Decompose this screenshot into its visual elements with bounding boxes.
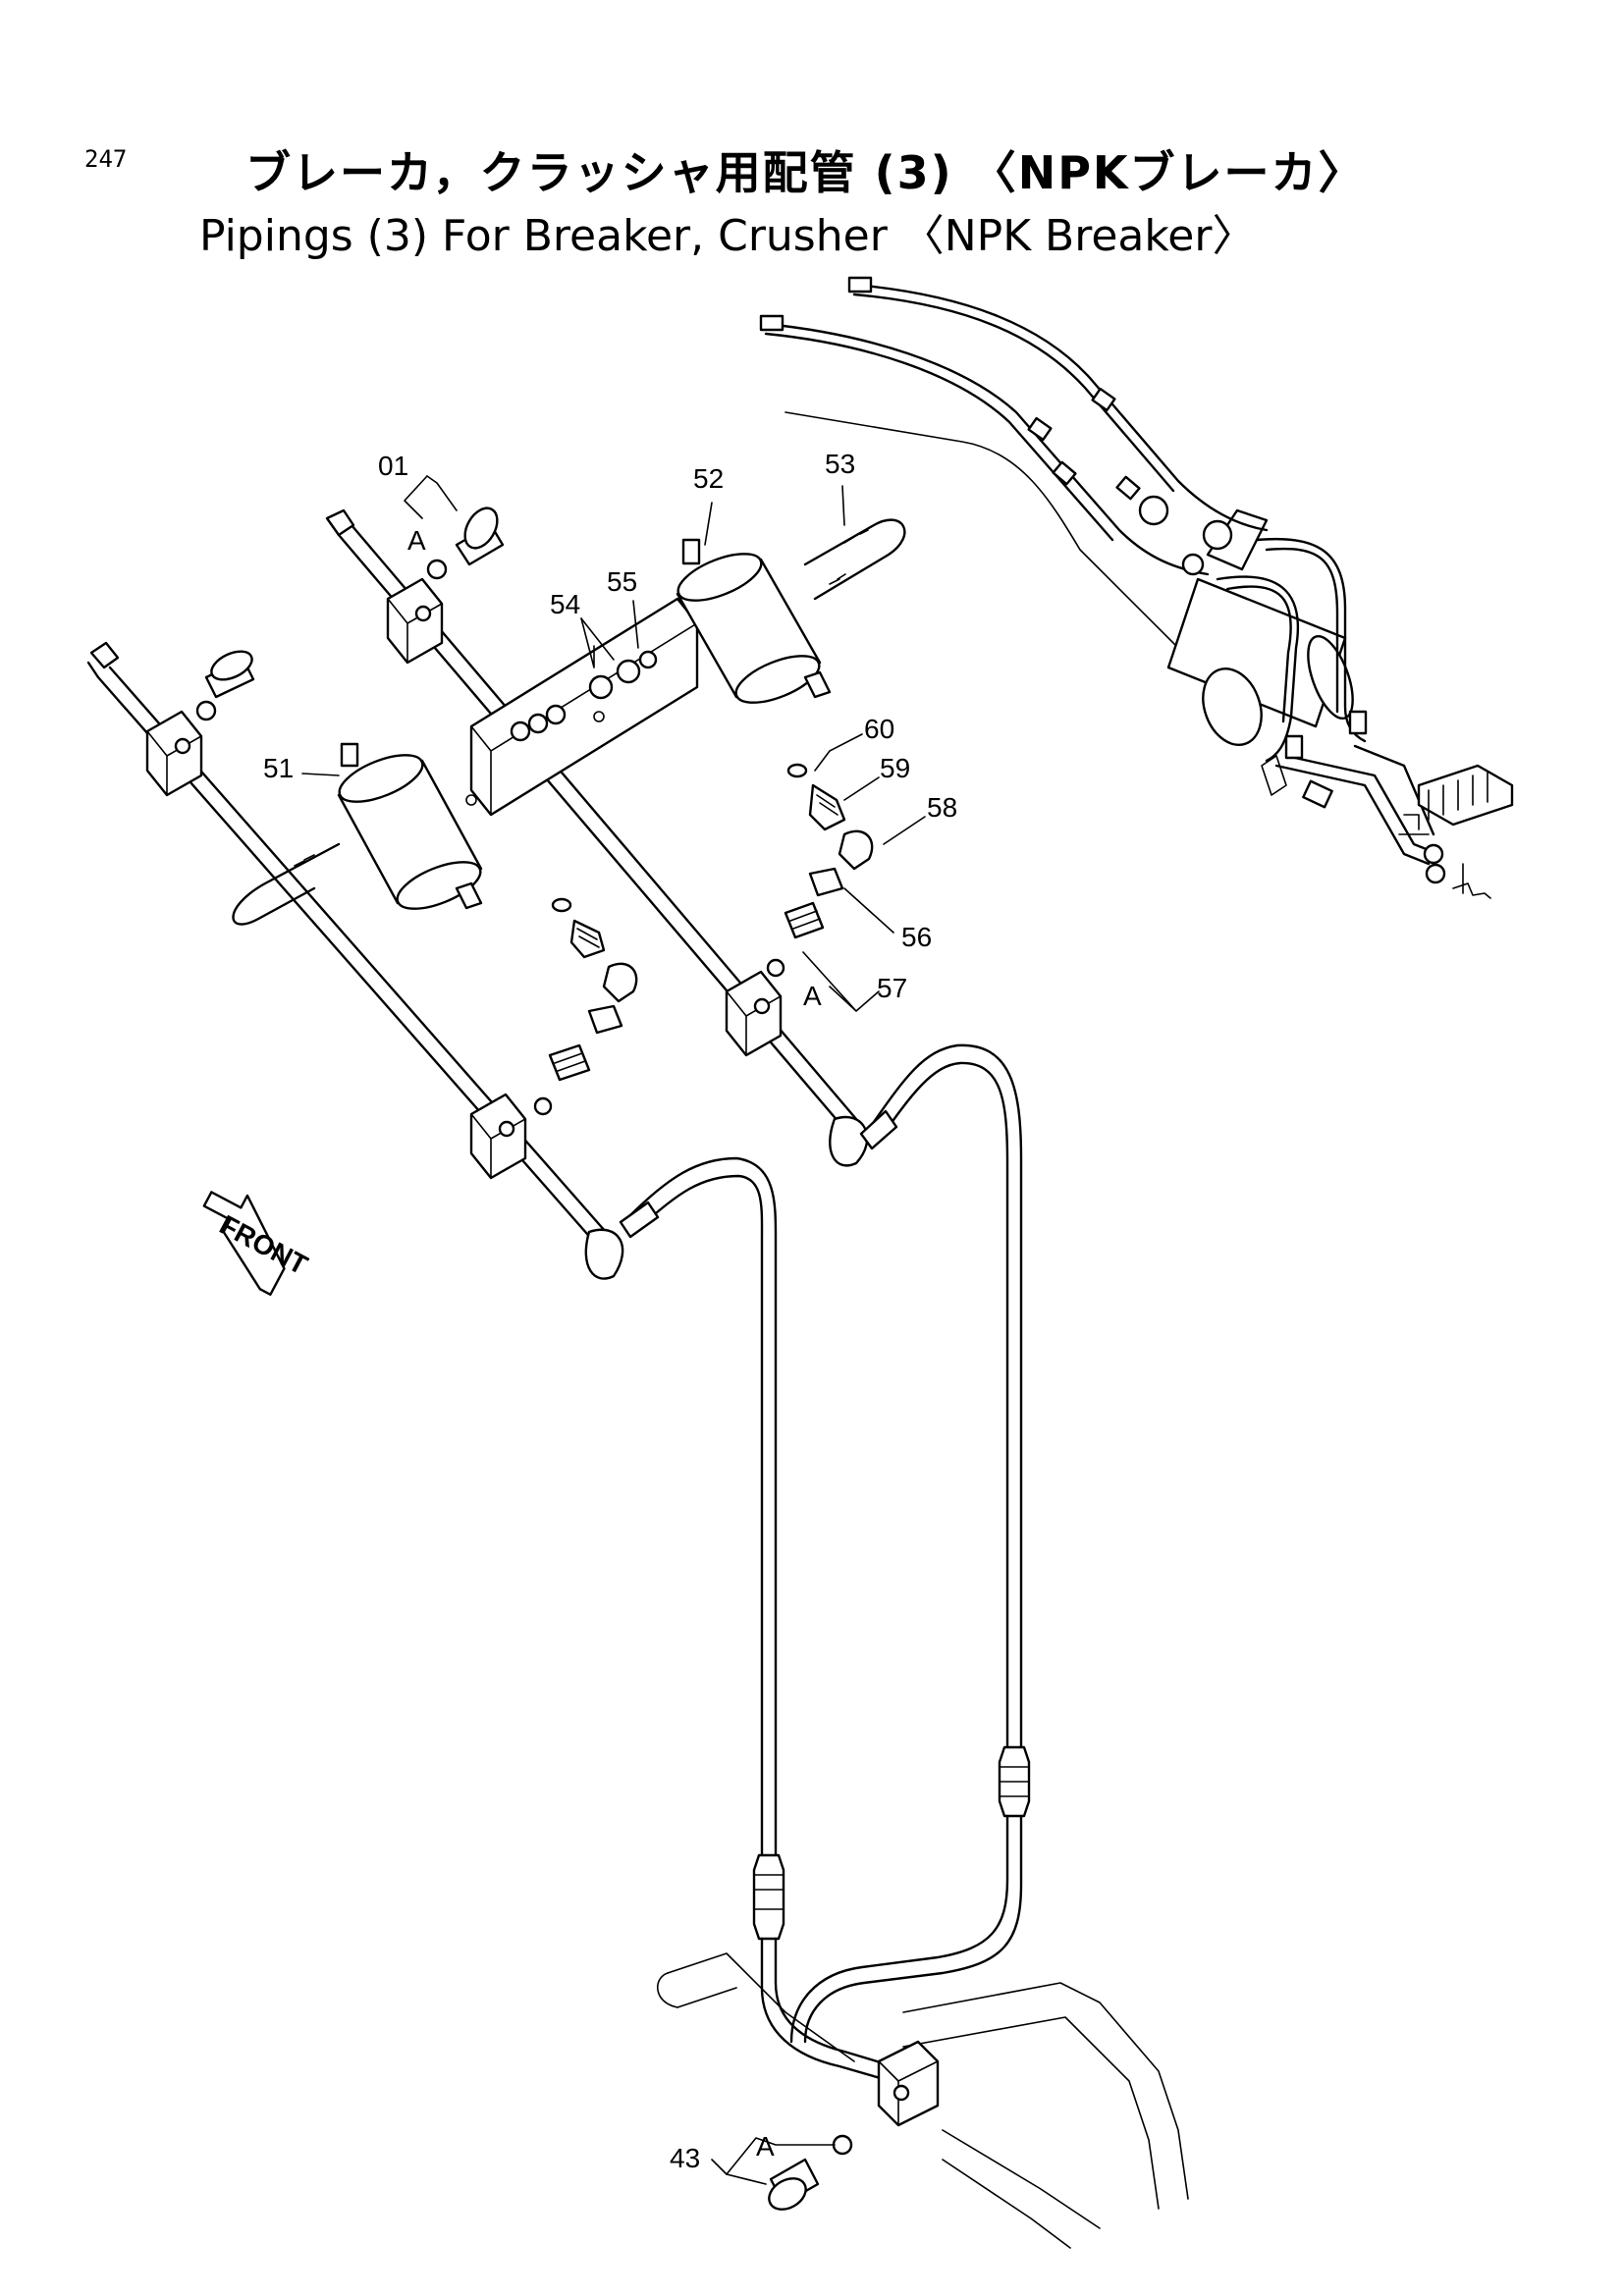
right-fittings	[766, 763, 874, 978]
accumulator-51	[337, 742, 483, 910]
left-pipe	[86, 641, 624, 1280]
pilot-hoses	[759, 276, 1269, 576]
front-arrow: FRONT	[202, 1191, 312, 1296]
boom-cylinder	[1138, 495, 1354, 746]
callout-55: 55	[607, 566, 637, 597]
callout-60: 60	[864, 714, 894, 744]
lower-plug-43	[768, 2158, 820, 2211]
callout-labels: 01 A 52 53 54 55 51 60 59 58 56 57 A 43 …	[263, 449, 957, 2173]
hydraulic-lines-to-valve	[1216, 538, 1435, 866]
center-pipe	[325, 508, 869, 1167]
callout-58: 58	[927, 792, 957, 823]
callout-52: 52	[693, 463, 724, 494]
control-valve	[1398, 764, 1514, 899]
callout-57: 57	[877, 973, 907, 1003]
main-hoses	[619, 1043, 1031, 2081]
callout-a-top: A	[407, 525, 426, 556]
callout-56: 56	[901, 922, 932, 952]
callout-a-bottom: A	[756, 2131, 775, 2162]
callout-43: 43	[670, 2143, 700, 2173]
left-fittings	[533, 897, 638, 1116]
u-bolt-left	[232, 842, 341, 926]
callout-51: 51	[263, 753, 294, 783]
callout-59: 59	[880, 753, 910, 783]
lower-frame	[656, 1952, 1189, 2249]
junction-block	[832, 2040, 940, 2156]
callout-01: 01	[378, 451, 408, 481]
callout-53: 53	[825, 449, 855, 479]
accumulator-52	[676, 538, 832, 704]
page-title-japanese: ブレーカ，クラッシャ用配管 (3) 〈NPKブレーカ〉	[245, 146, 1366, 199]
page-title-english: Pipings (3) For Breaker, Crusher 〈NPK Br…	[199, 211, 1256, 261]
u-bolt-53	[803, 518, 906, 601]
callout-a-mid: A	[803, 981, 822, 1011]
callout-54: 54	[550, 589, 580, 619]
page-number: 247	[84, 145, 128, 173]
bracket-plate	[465, 597, 699, 817]
left-plug	[195, 650, 255, 721]
center-plug	[426, 507, 505, 580]
leader-lines	[301, 475, 926, 2185]
